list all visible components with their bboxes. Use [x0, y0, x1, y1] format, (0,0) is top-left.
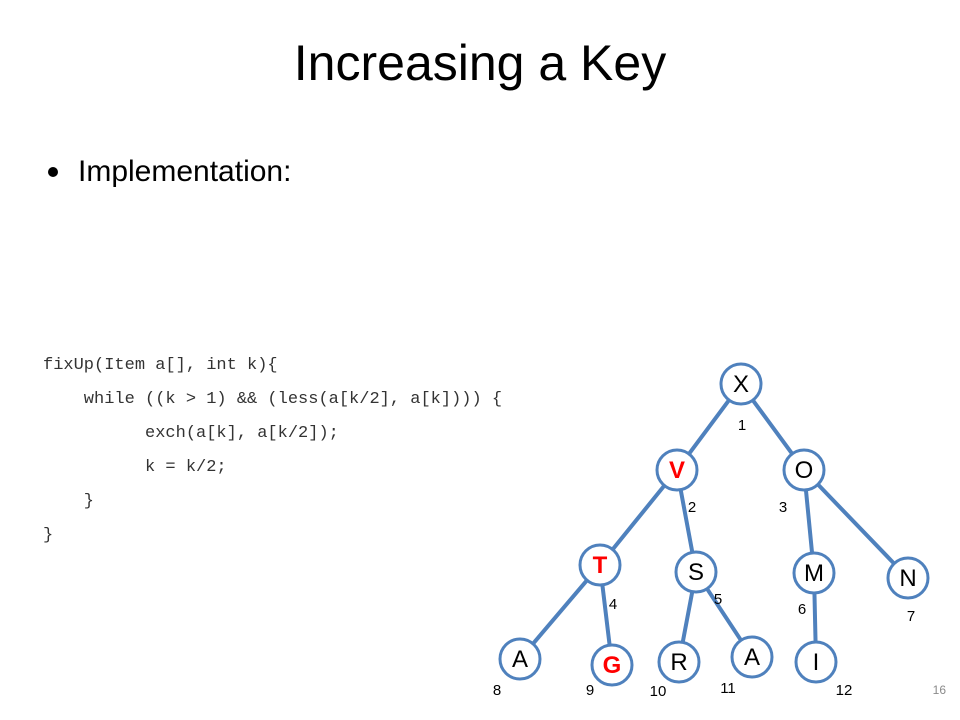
tree-node: O — [782, 448, 826, 492]
tree-node-circle — [655, 448, 699, 492]
tree-node: G — [590, 643, 634, 687]
tree-node-key: S — [688, 559, 704, 586]
code-line: } — [43, 492, 95, 511]
tree-node: T — [578, 543, 622, 587]
code-line: fixUp(Item a[], int k){ — [43, 356, 278, 375]
bullet-dot-icon — [48, 167, 58, 177]
tree-node-key: G — [603, 652, 622, 679]
tree-node-index: 12 — [836, 682, 853, 699]
tree-node: A — [730, 635, 774, 679]
tree-node-index: 8 — [493, 682, 501, 699]
tree-node: R — [657, 640, 701, 684]
tree-node-index: 2 — [688, 499, 696, 516]
tree-node-circle — [886, 556, 930, 600]
tree-node-index: 5 — [714, 591, 722, 608]
tree-node-key: O — [795, 457, 814, 484]
slide-number: 16 — [932, 683, 946, 697]
tree-node-circle — [578, 543, 622, 587]
tree-node-index: 11 — [720, 680, 736, 697]
tree-node-key: V — [669, 457, 685, 484]
code-line: k = k/2; — [43, 458, 227, 477]
tree-node-index: 3 — [779, 499, 787, 516]
code-line: exch(a[k], a[k/2]); — [43, 424, 339, 443]
tree-node-circle — [590, 643, 634, 687]
tree-node-index: 10 — [650, 683, 667, 700]
tree-node-circle — [674, 550, 718, 594]
tree-edge — [678, 487, 695, 555]
tree-node-index: 7 — [907, 608, 915, 625]
tree-node-index: 6 — [798, 601, 806, 618]
tree-edge — [705, 586, 743, 643]
tree-node: N — [886, 556, 930, 600]
bullet-item: Implementation: — [48, 152, 291, 192]
tree-node-key: X — [733, 371, 749, 398]
tree-node-circle — [657, 640, 701, 684]
tree-node-circle — [719, 362, 763, 406]
tree-node-key: I — [813, 649, 820, 676]
tree-edge — [686, 398, 732, 456]
tree-node-circle — [782, 448, 826, 492]
tree-node-index: 9 — [586, 682, 594, 699]
bullet-text: Implementation: — [78, 155, 292, 188]
tree-node-circle — [794, 640, 838, 684]
tree-node-key: R — [670, 649, 687, 676]
tree-node: M — [792, 551, 836, 595]
tree-edge — [803, 487, 815, 556]
tree-node-circle — [792, 551, 836, 595]
code-line: } — [43, 526, 54, 545]
tree-edge — [610, 483, 667, 552]
tree-node-key: T — [593, 552, 608, 579]
tree-node: V — [655, 448, 699, 492]
tree-node-key: N — [899, 565, 916, 592]
code-block: fixUp(Item a[], int k){ while ((k > 1) &… — [43, 349, 502, 553]
tree-edge — [812, 590, 818, 645]
code-line: while ((k > 1) && (less(a[k/2], a[k]))) … — [43, 390, 503, 409]
tree-node: A — [498, 637, 542, 681]
tree-edge — [600, 582, 612, 648]
tree-node-index: 4 — [609, 596, 617, 613]
tree-node-index: 1 — [738, 417, 746, 434]
tree-node-circle — [730, 635, 774, 679]
tree-edge — [530, 578, 590, 646]
tree-node-key: A — [744, 644, 760, 671]
tree-node: S — [674, 550, 718, 594]
tree-node: I — [794, 640, 838, 684]
tree-node-circle — [498, 637, 542, 681]
tree-node: X — [719, 362, 763, 406]
tree-nodes: X V O T S M N A G R A I — [498, 362, 930, 687]
tree-edges — [530, 398, 897, 648]
tree-edge — [680, 589, 695, 645]
tree-edge — [750, 398, 795, 456]
tree-edge — [815, 482, 897, 566]
slide-title: Increasing a Key — [293, 35, 667, 91]
tree-node-key: A — [512, 646, 528, 673]
tree-node-key: M — [804, 560, 824, 587]
